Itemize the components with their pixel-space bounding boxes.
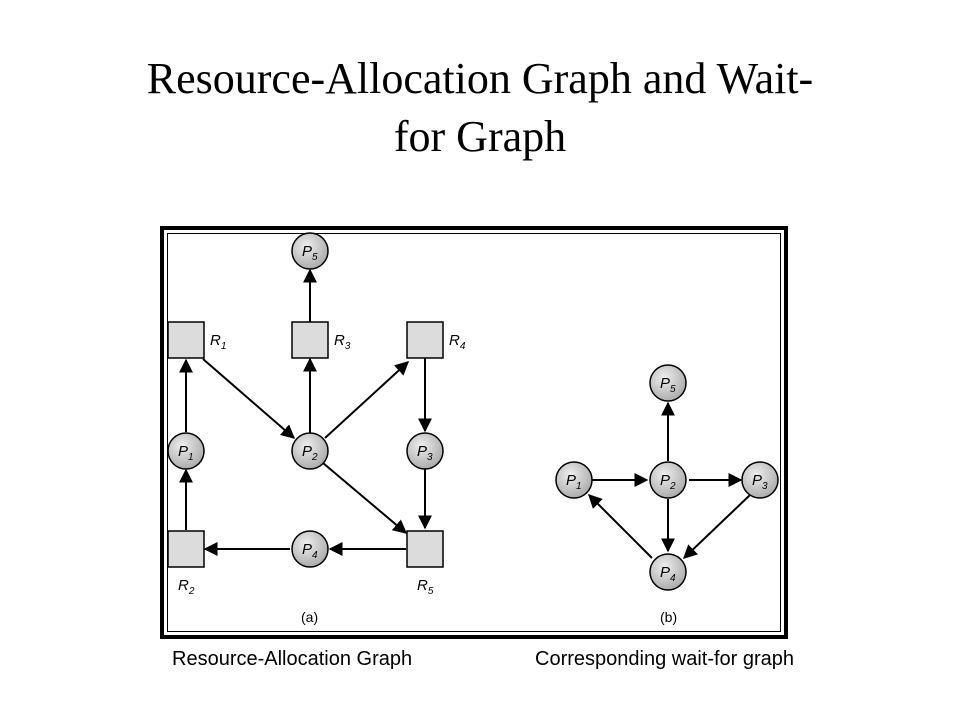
wfg-edges — [588, 401, 751, 559]
edge-p2-r5 — [322, 462, 408, 534]
edge-b-p4-p1 — [588, 494, 653, 559]
wfg-process-p3 — [741, 461, 779, 499]
label-p3-b: P3 — [752, 472, 768, 492]
label-p1-a: P1 — [178, 443, 194, 463]
rag-edges — [179, 268, 432, 556]
resource-r5 — [406, 530, 444, 568]
caption-left: Resource-Allocation Graph — [172, 648, 413, 670]
rag-resources — [167, 321, 444, 568]
figure-inner-border — [167, 233, 781, 632]
wfg-process-p1 — [555, 461, 593, 499]
process-p4 — [291, 530, 329, 568]
label-p5-b: P5 — [660, 375, 676, 395]
label-p5-a: P5 — [302, 243, 318, 263]
wfg-process-p5 — [649, 364, 687, 402]
caption-right: Corresponding wait-for graph — [535, 648, 795, 670]
label-p1-b: P1 — [566, 472, 582, 492]
title-line-2: for Graph — [393, 112, 567, 161]
resource-r1 — [167, 321, 205, 359]
sublabel-b: (b) — [660, 609, 677, 625]
label-r5: R5 — [417, 577, 434, 597]
edge-p2-r4 — [324, 361, 410, 439]
process-p1 — [167, 432, 205, 470]
wfg-process-p4 — [649, 553, 687, 591]
label-p4-a: P4 — [302, 541, 318, 561]
sublabel-a: (a) — [301, 609, 318, 625]
resource-r3 — [291, 321, 329, 359]
resource-r2 — [167, 530, 205, 568]
slide-title: Resource-Allocation Graph and Wait- for … — [80, 50, 880, 166]
wfg-labels: P5 P1 P2 P3 P4 — [566, 375, 768, 584]
title-line-1: Resource-Allocation Graph and Wait- — [146, 54, 814, 103]
process-p2 — [291, 432, 329, 470]
label-p3-a: P3 — [417, 443, 433, 463]
rag-processes — [167, 232, 444, 568]
label-r3: R3 — [334, 332, 351, 352]
label-p4-b: P4 — [660, 564, 676, 584]
edge-b-p3-p4 — [682, 494, 751, 559]
rag-labels: P5 P1 P2 P3 P4 R1 R3 R4 R2 R5 — [178, 243, 466, 597]
label-r1: R1 — [210, 332, 226, 352]
label-r4: R4 — [449, 332, 466, 352]
wfg-processes — [555, 364, 779, 591]
edge-r1-p2 — [202, 358, 296, 439]
label-p2-b: P2 — [660, 472, 676, 492]
process-p3 — [406, 432, 444, 470]
label-r2: R2 — [178, 577, 195, 597]
resource-r4 — [406, 321, 444, 359]
wfg-process-p2 — [649, 461, 687, 499]
process-p5 — [291, 232, 329, 270]
label-p2-a: P2 — [302, 443, 318, 463]
